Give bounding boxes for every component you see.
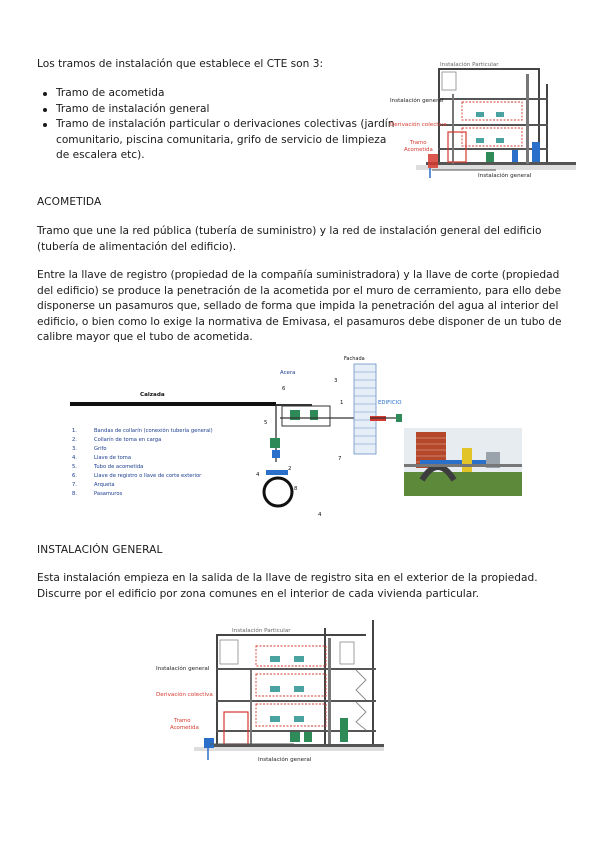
legend-text: Llave de toma	[94, 455, 131, 461]
legend-num: 8.	[72, 491, 77, 497]
label-derivacion-colectiva: Derivación colectiva	[390, 121, 447, 128]
callout: 7	[338, 456, 341, 462]
figure-building-large: Instalación Particular Instalación gener…	[156, 620, 384, 763]
list-item: Tramo de instalación particular o deriva…	[43, 117, 401, 164]
callout: 4	[256, 472, 260, 478]
legend-num: 1.	[72, 428, 77, 434]
label-instalacion-general: Instalación general	[390, 97, 444, 104]
paragraph: Tramo que une la red pública (tubería de…	[37, 225, 542, 253]
paragraph: Esta instalación empieza en la salida de…	[37, 572, 538, 600]
label-acometida: Acometida	[404, 147, 433, 153]
label-edificio: EDIFICIO	[378, 400, 401, 406]
callout: 3	[334, 378, 337, 384]
label-acometida: Acometida	[170, 725, 199, 731]
label-tramo: Tramo	[409, 140, 427, 146]
legend-text: Collarín de toma en carga	[94, 436, 161, 443]
paragraph: Entre la llave de registro (propiedad de…	[37, 269, 562, 344]
label-bottom: Instalación general	[258, 756, 312, 763]
list-item: Tramo de acometida	[43, 86, 401, 102]
callout: 2	[288, 466, 291, 472]
tramos-list: Tramo de acometida Tramo de instalación …	[37, 86, 401, 164]
figure-building-small: Instalación Particular Instalación gener…	[390, 61, 576, 179]
legend-num: 6.	[72, 473, 77, 479]
legend-text: Pasamuros	[94, 491, 122, 497]
label-acera: Acera	[280, 370, 295, 376]
callout: 1	[340, 400, 343, 406]
label-instalacion-general: Instalación general	[156, 665, 210, 672]
label-derivacion-colectiva: Derivación colectiva	[156, 691, 213, 698]
heading-instalacion-general: INSTALACIÓN GENERAL	[37, 544, 163, 556]
legend-num: 4.	[72, 455, 77, 461]
label-fachada: Fachada	[344, 356, 365, 362]
legend-num: 3.	[72, 446, 77, 452]
label-instalacion-particular: Instalación Particular	[232, 627, 291, 634]
legend-num: 5.	[72, 464, 77, 470]
list-item: Tramo de instalación general	[43, 102, 401, 118]
label-tramo: Tramo	[173, 718, 191, 724]
legend-text: Tubo de acometida	[93, 464, 143, 470]
intro-text: Los tramos de instalación que establece …	[37, 58, 324, 70]
legend-text: Grifo	[94, 446, 107, 452]
label-instalacion-particular: Instalación Particular	[440, 61, 499, 68]
legend-num: 7.	[72, 482, 77, 488]
legend-num: 2.	[72, 437, 77, 443]
pasamuros-illustration	[404, 428, 522, 496]
figure-acometida-diagram: Calzada Acera Fachada EDIFICIO 6 5 3 1 2…	[70, 356, 522, 518]
legend-text: Llave de registro o llave de corte exter…	[94, 473, 202, 479]
legend-text: Arqueta	[94, 482, 115, 488]
heading-acometida: ACOMETIDA	[37, 196, 102, 208]
label-calzada: Calzada	[140, 392, 165, 398]
label-bottom: Instalación general	[478, 172, 532, 179]
callout: 6	[282, 386, 286, 392]
legend-text: Bandas de collarín (conexión tubería gen…	[94, 427, 213, 434]
callout: 4	[318, 512, 322, 518]
legend: 1. Bandas de collarín (conexión tubería …	[72, 427, 213, 497]
callout: 5	[264, 420, 267, 426]
callout: 8	[294, 486, 298, 492]
